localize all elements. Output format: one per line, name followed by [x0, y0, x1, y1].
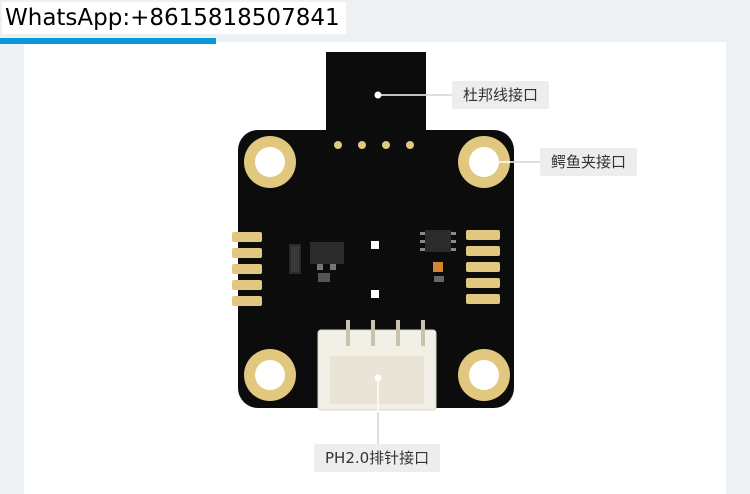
callout-dupont-interface: 杜邦线接口 — [452, 81, 550, 109]
dupont-header-stub — [326, 52, 426, 144]
ph20-connector — [317, 320, 437, 411]
edge-pads-left — [232, 232, 262, 306]
dupont-pins — [334, 141, 414, 149]
accent-underline — [0, 38, 216, 44]
mounting-hole-bl — [244, 349, 296, 401]
whatsapp-contact: WhatsApp:+8615818507841 — [2, 2, 346, 34]
callout-leaders-ext — [377, 94, 540, 444]
mounting-hole-br — [458, 349, 510, 401]
callout-dots — [374, 91, 488, 382]
smd-components — [289, 230, 456, 298]
pcb-board — [238, 130, 514, 408]
mounting-hole-tl — [244, 136, 296, 188]
callout-alligator-interface: 鳄鱼夹接口 — [540, 148, 638, 176]
edge-pads-right — [466, 230, 500, 304]
callout-ph20-interface: PH2.0排针接口 — [314, 444, 441, 472]
